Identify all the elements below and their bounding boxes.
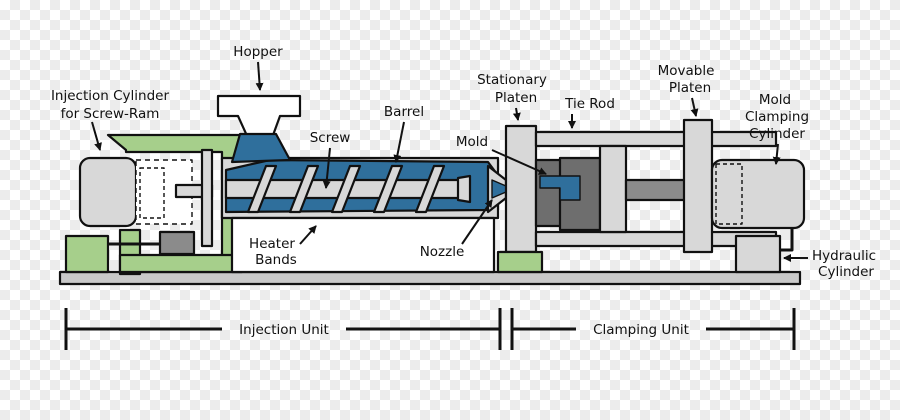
hydraulic-cylinder-label-1: Hydraulic <box>812 248 876 264</box>
hopper-feed <box>230 132 292 164</box>
injection-cylinder-label-1: Injection Cylinder <box>51 88 170 104</box>
heater-bands-label-1: Heater <box>249 236 295 252</box>
injection-cylinder-label-2: for Screw-Ram <box>61 106 160 122</box>
injection-unit-label: Injection Unit <box>239 322 329 338</box>
hydraulic-cylinder-label-2: Cylinder <box>818 264 874 280</box>
stationary-platen-label-2: Platen <box>495 90 537 106</box>
clamp-ram <box>624 178 688 202</box>
screw-flights <box>246 164 446 214</box>
unit-brackets <box>64 308 796 350</box>
injection-base-block <box>64 234 110 274</box>
machine-base <box>58 270 802 286</box>
heater-bands-label-2: Bands <box>255 252 297 268</box>
hopper <box>216 94 302 140</box>
tie-rod-label: Tie Rod <box>564 96 615 112</box>
screw-tip <box>456 174 472 204</box>
clamping-cylinder-housing <box>715 163 743 225</box>
barrel-label: Barrel <box>384 104 424 120</box>
hopper-label: Hopper <box>233 44 283 60</box>
movable-platen-label-1: Movable <box>658 63 715 79</box>
clamping-unit-label: Clamping Unit <box>593 322 689 338</box>
hydraulic-cylinder <box>734 234 782 274</box>
movable-platen-label-2: Platen <box>669 80 711 96</box>
nozzle-label: Nozzle <box>420 244 465 260</box>
stationary-platen <box>504 124 538 254</box>
mold-clamping-label-3: Cylinder <box>749 126 805 142</box>
injection-cylinder <box>78 156 138 228</box>
ram-flange <box>200 148 214 248</box>
heater-band-region <box>230 216 496 274</box>
injection-motor <box>158 230 196 256</box>
cylinder-cap <box>139 167 165 219</box>
screw-label: Screw <box>310 130 351 146</box>
hydraulic-pipe <box>780 228 794 252</box>
machine-illustration <box>58 94 806 286</box>
frame-base-strip <box>118 253 244 274</box>
mold-clamping-label-2: Clamping <box>745 109 809 125</box>
tie-rod-top <box>534 130 778 148</box>
mold-clamping-label-1: Mold <box>759 92 791 108</box>
stationary-platen-label-1: Stationary <box>477 72 547 88</box>
movable-platen <box>682 118 714 254</box>
mold-clamping-cylinder <box>710 158 806 230</box>
mold-cavity <box>539 175 581 201</box>
labels: Hopper Injection Cylinder for Screw-Ram … <box>51 44 876 280</box>
ejector-plate <box>598 144 628 234</box>
stationary-platen-base <box>496 250 544 274</box>
mold-label: Mold <box>456 134 488 150</box>
